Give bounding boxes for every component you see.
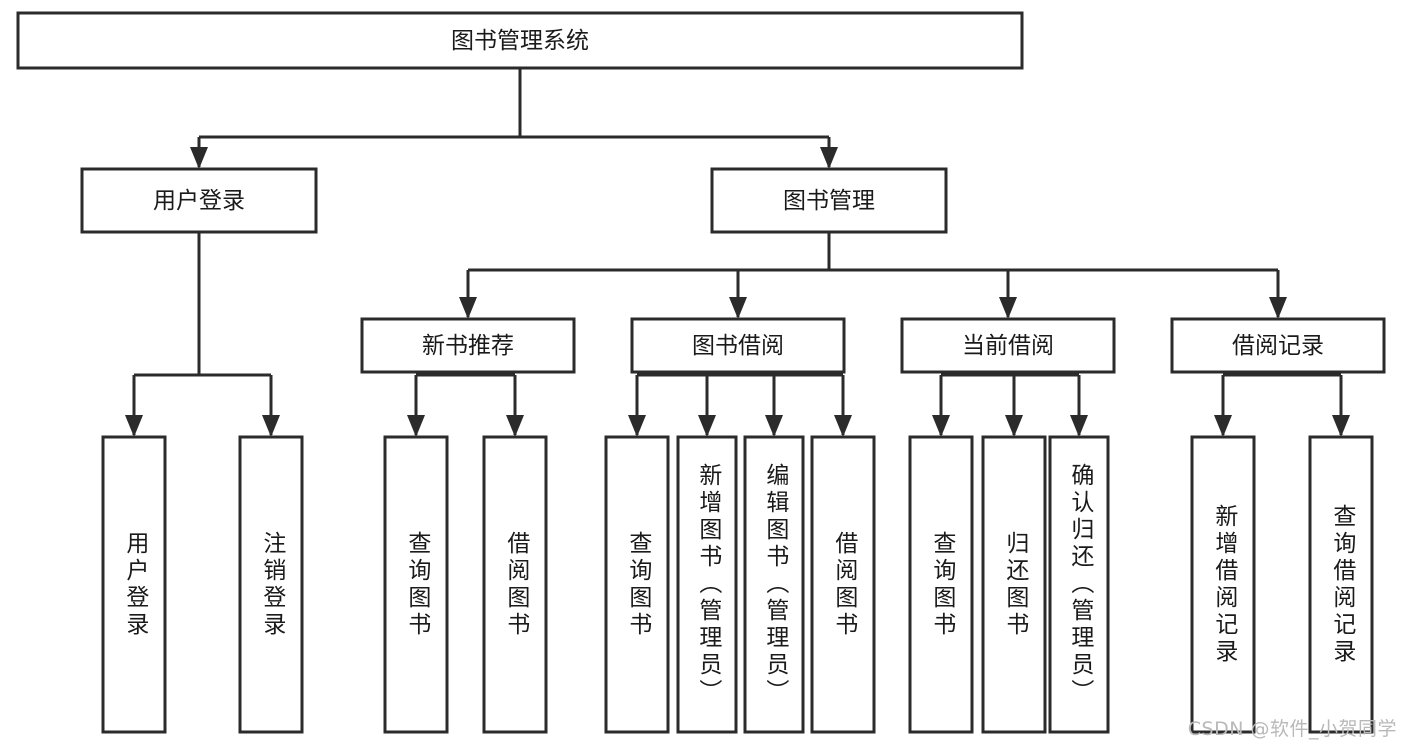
node-leaf-edit-book[interactable] bbox=[743, 435, 805, 734]
node-new-book-recommend[interactable] bbox=[360, 317, 576, 374]
node-leaf-user-login[interactable] bbox=[101, 435, 167, 734]
node-leaf-query-record[interactable] bbox=[1308, 435, 1374, 734]
arrow-head-icon-leaf-query-book-1 bbox=[407, 415, 425, 437]
node-root[interactable] bbox=[16, 11, 1024, 70]
node-current-borrow[interactable] bbox=[900, 317, 1116, 374]
arrow-head-icon-current-borrow bbox=[999, 297, 1017, 319]
node-user-login[interactable] bbox=[80, 167, 318, 234]
arrow-head-icon-book-borrow bbox=[729, 297, 747, 319]
connector-layer bbox=[125, 68, 1350, 437]
arrow-head-icon-leaf-query-book-2 bbox=[628, 415, 646, 437]
node-borrow-record[interactable] bbox=[1170, 317, 1386, 374]
arrow-head-icon-borrow-record bbox=[1269, 297, 1287, 319]
node-borrow-record-label: 借阅记录 bbox=[1232, 333, 1324, 359]
watermark: CSDN @软件_小贺同学 bbox=[1187, 718, 1397, 740]
arrow-head-icon-leaf-return-book bbox=[1005, 415, 1023, 437]
arrow-head-icon-leaf-query-record bbox=[1332, 415, 1350, 437]
node-leaf-confirm-return[interactable] bbox=[1048, 435, 1110, 734]
node-book-borrow[interactable] bbox=[630, 317, 846, 374]
arrow-head-icon-leaf-query-book-3 bbox=[932, 415, 950, 437]
node-root-label: 图书管理系统 bbox=[451, 28, 589, 54]
node-book-manage[interactable] bbox=[710, 167, 948, 234]
arrow-head-icon-leaf-add-book bbox=[698, 415, 716, 437]
arrow-head-icon-leaf-user-login bbox=[125, 415, 143, 437]
node-user-login-label: 用户登录 bbox=[153, 188, 245, 214]
arrow-head-icon-user-login bbox=[190, 147, 208, 169]
node-box-layer bbox=[16, 11, 1386, 734]
arrow-head-icon-book-manage bbox=[820, 147, 838, 169]
node-leaf-query-book-1[interactable] bbox=[383, 435, 449, 734]
node-current-borrow-label: 当前借阅 bbox=[962, 333, 1054, 359]
node-leaf-add-record[interactable] bbox=[1190, 435, 1256, 734]
node-leaf-query-book-2[interactable] bbox=[604, 435, 670, 734]
node-leaf-return-book[interactable] bbox=[981, 435, 1047, 734]
node-book-manage-label: 图书管理 bbox=[783, 188, 875, 214]
arrow-head-icon-leaf-borrow-book-1 bbox=[506, 415, 524, 437]
arrow-head-icon-leaf-confirm-return bbox=[1070, 415, 1088, 437]
arrow-head-icon-new-book-recommend bbox=[459, 297, 477, 319]
node-leaf-query-book-3[interactable] bbox=[908, 435, 974, 734]
arrow-head-icon-leaf-add-record bbox=[1214, 415, 1232, 437]
node-leaf-logout[interactable] bbox=[238, 435, 304, 734]
arrow-head-icon-leaf-borrow-book-2 bbox=[834, 415, 852, 437]
arrow-head-icon-leaf-edit-book bbox=[765, 415, 783, 437]
node-leaf-borrow-book-1[interactable] bbox=[482, 435, 548, 734]
node-book-borrow-label: 图书借阅 bbox=[692, 333, 784, 359]
node-new-book-recommend-label: 新书推荐 bbox=[422, 333, 514, 359]
arrow-head-icon-leaf-logout bbox=[262, 415, 280, 437]
node-leaf-borrow-book-2[interactable] bbox=[810, 435, 876, 734]
node-leaf-add-book[interactable] bbox=[676, 435, 738, 734]
